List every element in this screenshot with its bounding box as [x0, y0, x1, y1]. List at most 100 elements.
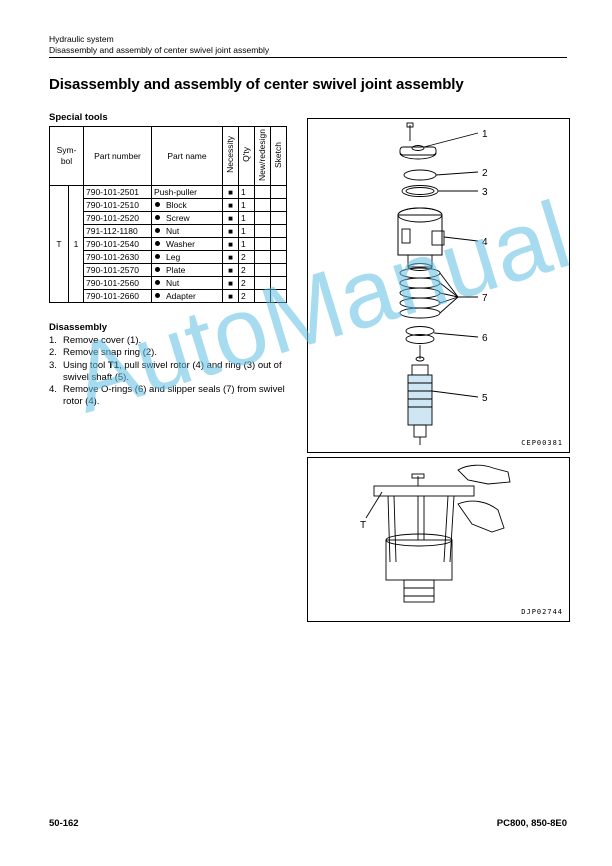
part-name-cell: Block — [151, 198, 223, 212]
disassembly-step: 4. Remove O-rings (6) and slipper seals (… — [49, 384, 289, 409]
step-number: 1. — [49, 335, 57, 346]
callout-T: T — [360, 520, 366, 531]
figure-puller-in-use: T DJP02744 — [307, 457, 570, 622]
callout-6: 6 — [482, 333, 488, 344]
disassembly-step: 2. Remove snap ring (2). — [49, 347, 289, 359]
step-number: 2. — [49, 347, 57, 359]
step-text: Remove cover (1). — [63, 335, 142, 346]
figure-exploded-swivel-joint: 1 2 3 4 7 6 5 CEP00381 — [307, 118, 570, 453]
part-number-cell: 790-101-2570 — [83, 263, 152, 277]
step-text: Remove snap ring (2). — [63, 347, 157, 359]
part-name-text: Block — [166, 199, 187, 210]
sketch-cell — [270, 198, 287, 212]
necessity-cell: ■ — [222, 237, 239, 251]
part-name-text: Plate — [166, 264, 186, 275]
part-name-cell: Screw — [151, 211, 223, 225]
qty-cell: 2 — [238, 250, 255, 264]
col-sketch: Sketch — [270, 126, 287, 186]
part-number-cell: 791-112-1180 — [83, 224, 152, 238]
part-name-cell: Leg — [151, 250, 223, 264]
qty-cell: 1 — [238, 185, 255, 199]
step-number: 4. — [49, 384, 57, 396]
necessity-cell: ■ — [222, 276, 239, 290]
part-name-cell: Nut — [151, 224, 223, 238]
col-symbol: Sym-bol — [49, 126, 84, 186]
col-necessity-label: Necessity — [225, 136, 235, 173]
part-name-cell: Washer — [151, 237, 223, 251]
step-text: Remove O-rings (6) and slipper seals (7)… — [63, 384, 285, 408]
necessity-mark: ■ — [228, 187, 233, 197]
qty-cell: 1 — [238, 224, 255, 238]
bullet-icon — [155, 228, 160, 234]
step-text: Using tool — [63, 359, 108, 371]
necessity-cell: ■ — [222, 185, 239, 199]
new-redesign-cell — [254, 211, 271, 225]
header-section: Hydraulic system — [49, 34, 114, 44]
step-text: , pull swivel rotor (4) and ring (3) out… — [63, 359, 282, 383]
col-qty: Q'ty — [238, 126, 255, 186]
special-tools-table: Sym-bol Part number Part name Necessity … — [49, 126, 287, 303]
necessity-cell: ■ — [222, 224, 239, 238]
header-subsection: Disassembly and assembly of center swive… — [49, 44, 270, 55]
necessity-mark: ■ — [228, 226, 233, 236]
figure2-code: DJP02744 — [521, 608, 563, 616]
new-redesign-cell — [254, 263, 271, 277]
part-number-cell: 790-101-2560 — [83, 276, 152, 290]
bullet-icon — [155, 293, 160, 299]
col-part-name: Part name — [151, 126, 223, 186]
qty-cell: 2 — [238, 263, 255, 277]
col-new-redesign: New/redesign — [254, 126, 271, 186]
qty-cell: 1 — [238, 211, 255, 225]
part-number-cell: 790-101-2540 — [83, 237, 152, 251]
special-tools-heading: Special tools — [49, 112, 108, 123]
table-row: 791-112-1180 Nut ■ 1 — [50, 224, 287, 238]
page-title: Disassembly and assembly of center swive… — [49, 76, 464, 93]
necessity-mark: ■ — [228, 239, 233, 249]
part-name-text: Leg — [166, 251, 181, 262]
model-code: PC800, 850-8E0 — [496, 818, 567, 829]
callout-3: 3 — [482, 187, 488, 198]
puller-drawing: T — [360, 464, 511, 603]
necessity-mark: ■ — [228, 252, 233, 262]
disassembly-step: 1. Remove cover (1). — [49, 335, 289, 347]
sketch-cell — [270, 250, 287, 264]
necessity-cell: ■ — [222, 250, 239, 264]
part-name-cell: Adapter — [151, 289, 223, 303]
necessity-mark: ■ — [228, 278, 233, 288]
part-number-cell: 790-101-2520 — [83, 211, 152, 225]
necessity-cell: ■ — [222, 289, 239, 303]
tool-reference: T1 — [107, 359, 119, 371]
part-name-text: Nut — [166, 225, 180, 236]
callout-4: 4 — [482, 237, 488, 248]
part-name-text: Washer — [166, 238, 195, 249]
figure1-code: CEP00381 — [521, 439, 563, 447]
col-part-number: Part number — [83, 126, 152, 186]
bullet-icon — [155, 267, 160, 273]
callout-2: 2 — [482, 168, 488, 179]
sketch-cell — [270, 224, 287, 238]
part-name-cell: Nut — [151, 276, 223, 290]
sketch-cell — [270, 263, 287, 277]
part-name-cell: Plate — [151, 263, 223, 277]
header-rule — [49, 57, 567, 58]
part-name-cell: Push-puller — [151, 185, 223, 199]
part-number-cell: 790-101-2510 — [83, 198, 152, 212]
page-number: 50-162 — [49, 818, 79, 829]
part-name-text: Screw — [166, 212, 190, 223]
callout-5: 5 — [482, 393, 488, 404]
running-header: Hydraulic system Disassembly and assembl… — [49, 34, 269, 55]
necessity-mark: ■ — [228, 291, 233, 301]
necessity-mark: ■ — [228, 200, 233, 210]
necessity-mark: ■ — [228, 213, 233, 223]
bullet-icon — [155, 241, 160, 247]
callout-7: 7 — [482, 293, 488, 304]
table-row: 790-101-2520 Screw ■ 1 — [50, 211, 287, 225]
qty-cell: 1 — [238, 198, 255, 212]
tool-symbol: T — [49, 185, 69, 303]
new-redesign-cell — [254, 185, 271, 199]
bullet-icon — [155, 254, 160, 260]
